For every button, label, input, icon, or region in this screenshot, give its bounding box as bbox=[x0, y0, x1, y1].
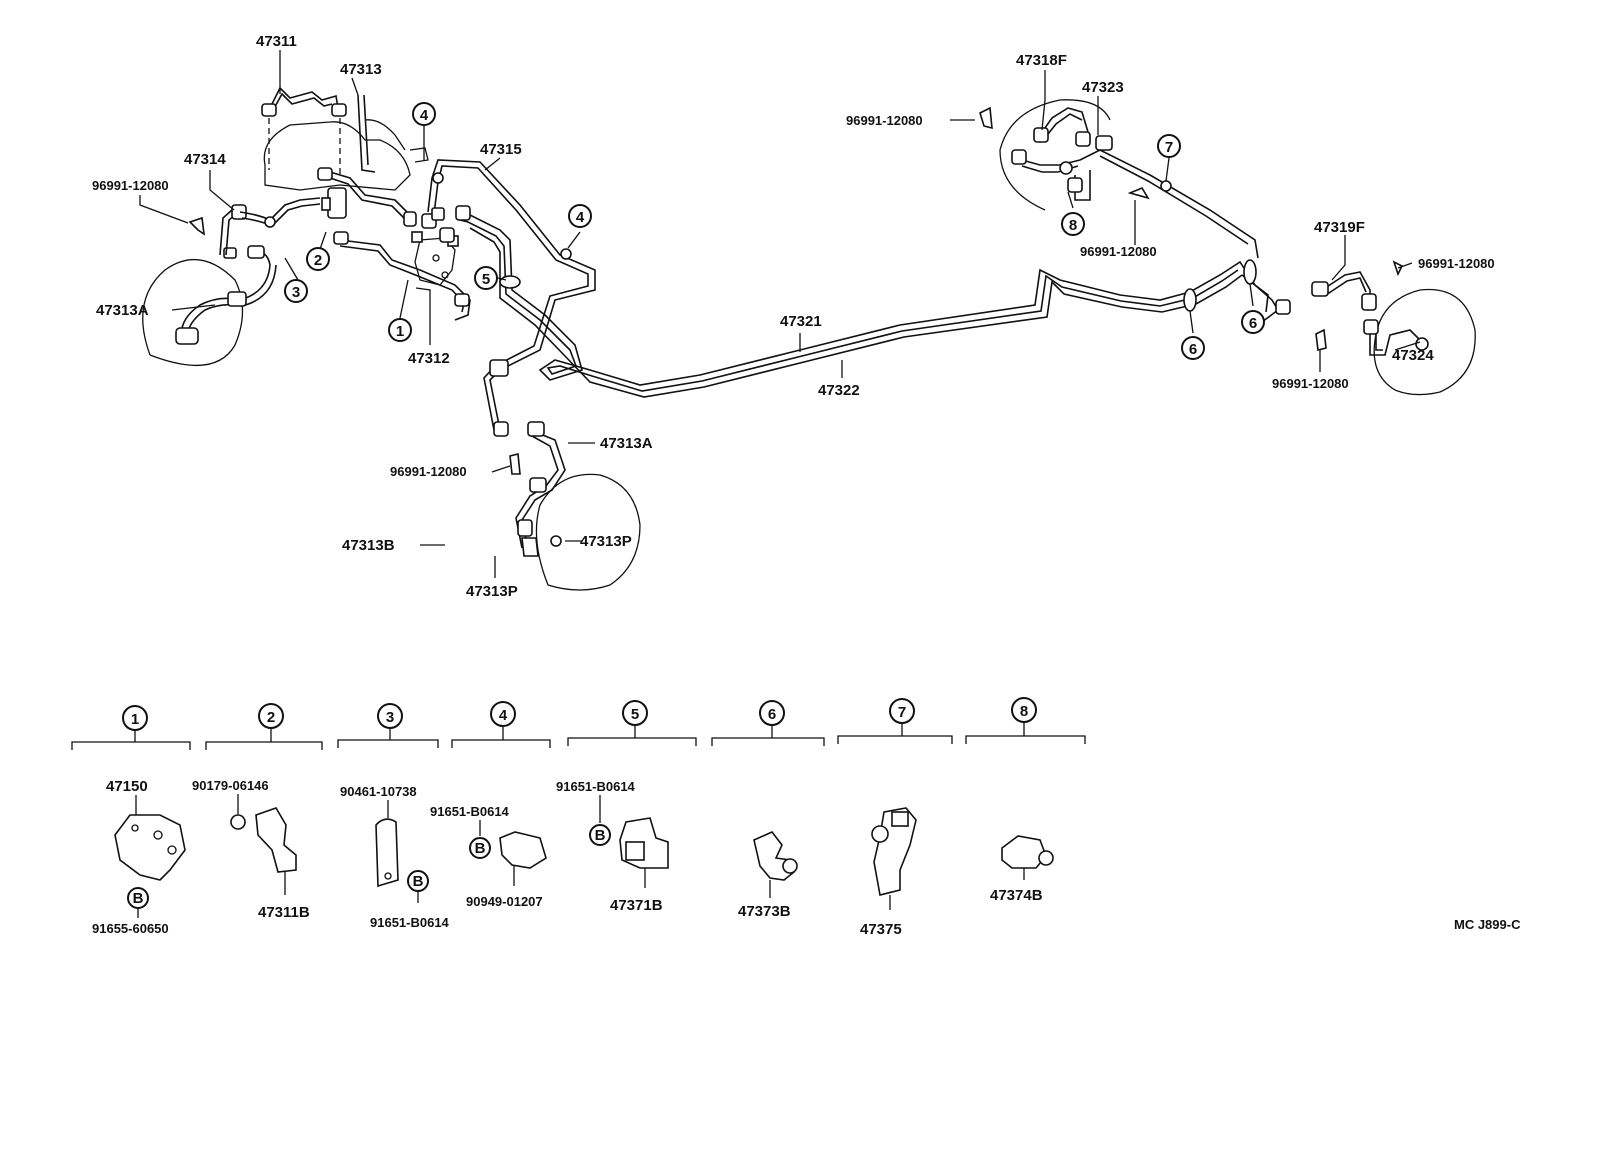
label-47313A-mid: 47313A bbox=[600, 435, 653, 452]
label-47150: 47150 bbox=[106, 778, 148, 795]
callout-6-b: 6 bbox=[1249, 315, 1257, 332]
subset-7-num: 7 bbox=[898, 704, 906, 721]
label-91651-B0614-5: 91651-B0614 bbox=[556, 779, 636, 794]
callout-4-b: 4 bbox=[576, 209, 585, 226]
label-47321: 47321 bbox=[780, 313, 822, 330]
label-47311B: 47311B bbox=[258, 904, 310, 921]
label-91651-B0614-3: 91651-B0614 bbox=[370, 915, 450, 930]
label-47318F: 47318F bbox=[1016, 52, 1067, 69]
rear-left-brake-assembly bbox=[979, 99, 1150, 211]
label-96991-e: 96991-12080 bbox=[1418, 256, 1495, 271]
label-47313A-left: 47313A bbox=[96, 302, 149, 319]
subset-4-num: 4 bbox=[499, 707, 508, 724]
label-90179-06146: 90179-06146 bbox=[192, 778, 269, 793]
main-brake-pipes bbox=[427, 149, 1291, 437]
label-96991-d: 96991-12080 bbox=[1080, 244, 1157, 259]
callout-6-a: 6 bbox=[1189, 341, 1197, 358]
label-47374B: 47374B bbox=[990, 887, 1043, 904]
label-47313: 47313 bbox=[340, 61, 382, 78]
label-47312: 47312 bbox=[408, 350, 450, 367]
part-labels: 47311 47313 47314 96991-12080 47313A 473… bbox=[92, 33, 1495, 600]
subset-2-parts: 90179-06146 47311B bbox=[192, 778, 310, 921]
callouts: 3 2 1 4 4 5 6 6 7 8 bbox=[284, 102, 1265, 360]
subset-6-parts: 47373B bbox=[738, 831, 798, 920]
label-47315: 47315 bbox=[480, 141, 522, 158]
rear-right-brake-assembly bbox=[1311, 260, 1476, 396]
label-96991-b: 96991-12080 bbox=[390, 464, 467, 479]
subset-6-num: 6 bbox=[768, 706, 776, 723]
subset-7-parts: 47375 bbox=[860, 807, 917, 938]
subset-4-parts: 91651-B0614 B 90949-01207 bbox=[430, 804, 547, 909]
label-47319F: 47319F bbox=[1314, 219, 1365, 236]
subset-3-parts: 90461-10738 B 91651-B0614 bbox=[340, 784, 450, 930]
bolt-mark-3: B bbox=[413, 873, 424, 890]
callout-1: 1 bbox=[396, 323, 404, 340]
bolt-mark-4: B bbox=[475, 840, 486, 857]
bolt-mark-1: B bbox=[133, 890, 144, 907]
label-47373B: 47373B bbox=[738, 903, 791, 920]
label-91655-60650: 91655-60650 bbox=[92, 921, 169, 936]
label-47323: 47323 bbox=[1082, 79, 1124, 96]
subset-1-num: 1 bbox=[131, 711, 139, 728]
callout-4-a: 4 bbox=[420, 107, 429, 124]
label-96991-f: 96991-12080 bbox=[1272, 376, 1349, 391]
proportioning-valve-part bbox=[114, 814, 186, 881]
subset-8-num: 8 bbox=[1020, 703, 1028, 720]
subset-2-num: 2 bbox=[267, 709, 275, 726]
callout-7: 7 bbox=[1165, 139, 1173, 156]
subset-5-parts: 91651-B0614 B 47371B bbox=[556, 779, 669, 914]
callout-2: 2 bbox=[314, 252, 322, 269]
label-47313B: 47313B bbox=[342, 537, 395, 554]
label-47311: 47311 bbox=[256, 33, 297, 50]
diagram-code: MC J899-C bbox=[1454, 917, 1521, 932]
label-96991-a: 96991-12080 bbox=[92, 178, 169, 193]
label-90461-10738: 90461-10738 bbox=[340, 784, 417, 799]
subset-5-num: 5 bbox=[631, 706, 639, 723]
left-front-disc bbox=[142, 258, 244, 366]
label-47324: 47324 bbox=[1392, 347, 1434, 364]
callout-8: 8 bbox=[1069, 217, 1077, 234]
subset-1-parts: 47150 B 91655-60650 bbox=[92, 778, 186, 936]
label-90949-01207: 90949-01207 bbox=[466, 894, 543, 909]
pipe-47315 bbox=[427, 159, 596, 431]
subset-8-parts: 47374B bbox=[990, 835, 1054, 904]
master-cylinder-body bbox=[263, 121, 411, 191]
label-91651-B0614-4: 91651-B0614 bbox=[430, 804, 510, 819]
subset-3-num: 3 bbox=[386, 709, 394, 726]
callout-3: 3 bbox=[292, 284, 300, 301]
left-front-brake-assembly bbox=[142, 204, 277, 366]
label-47322: 47322 bbox=[818, 382, 860, 399]
label-47314: 47314 bbox=[184, 151, 226, 168]
label-47313P-b: 47313P bbox=[466, 583, 518, 600]
label-47371B: 47371B bbox=[610, 897, 663, 914]
front-right-brake-assembly bbox=[509, 421, 641, 591]
subset-headers: 1 2 3 4 5 6 7 8 bbox=[71, 697, 1086, 750]
master-cylinder-area bbox=[239, 86, 471, 321]
bolt-mark-5: B bbox=[595, 827, 606, 844]
leader-lines bbox=[139, 50, 1421, 578]
label-47375: 47375 bbox=[860, 921, 902, 938]
callout-5: 5 bbox=[482, 271, 490, 288]
label-96991-c: 96991-12080 bbox=[846, 113, 923, 128]
label-47313P-a: 47313P bbox=[580, 533, 632, 550]
pipe-47313 bbox=[357, 94, 376, 173]
